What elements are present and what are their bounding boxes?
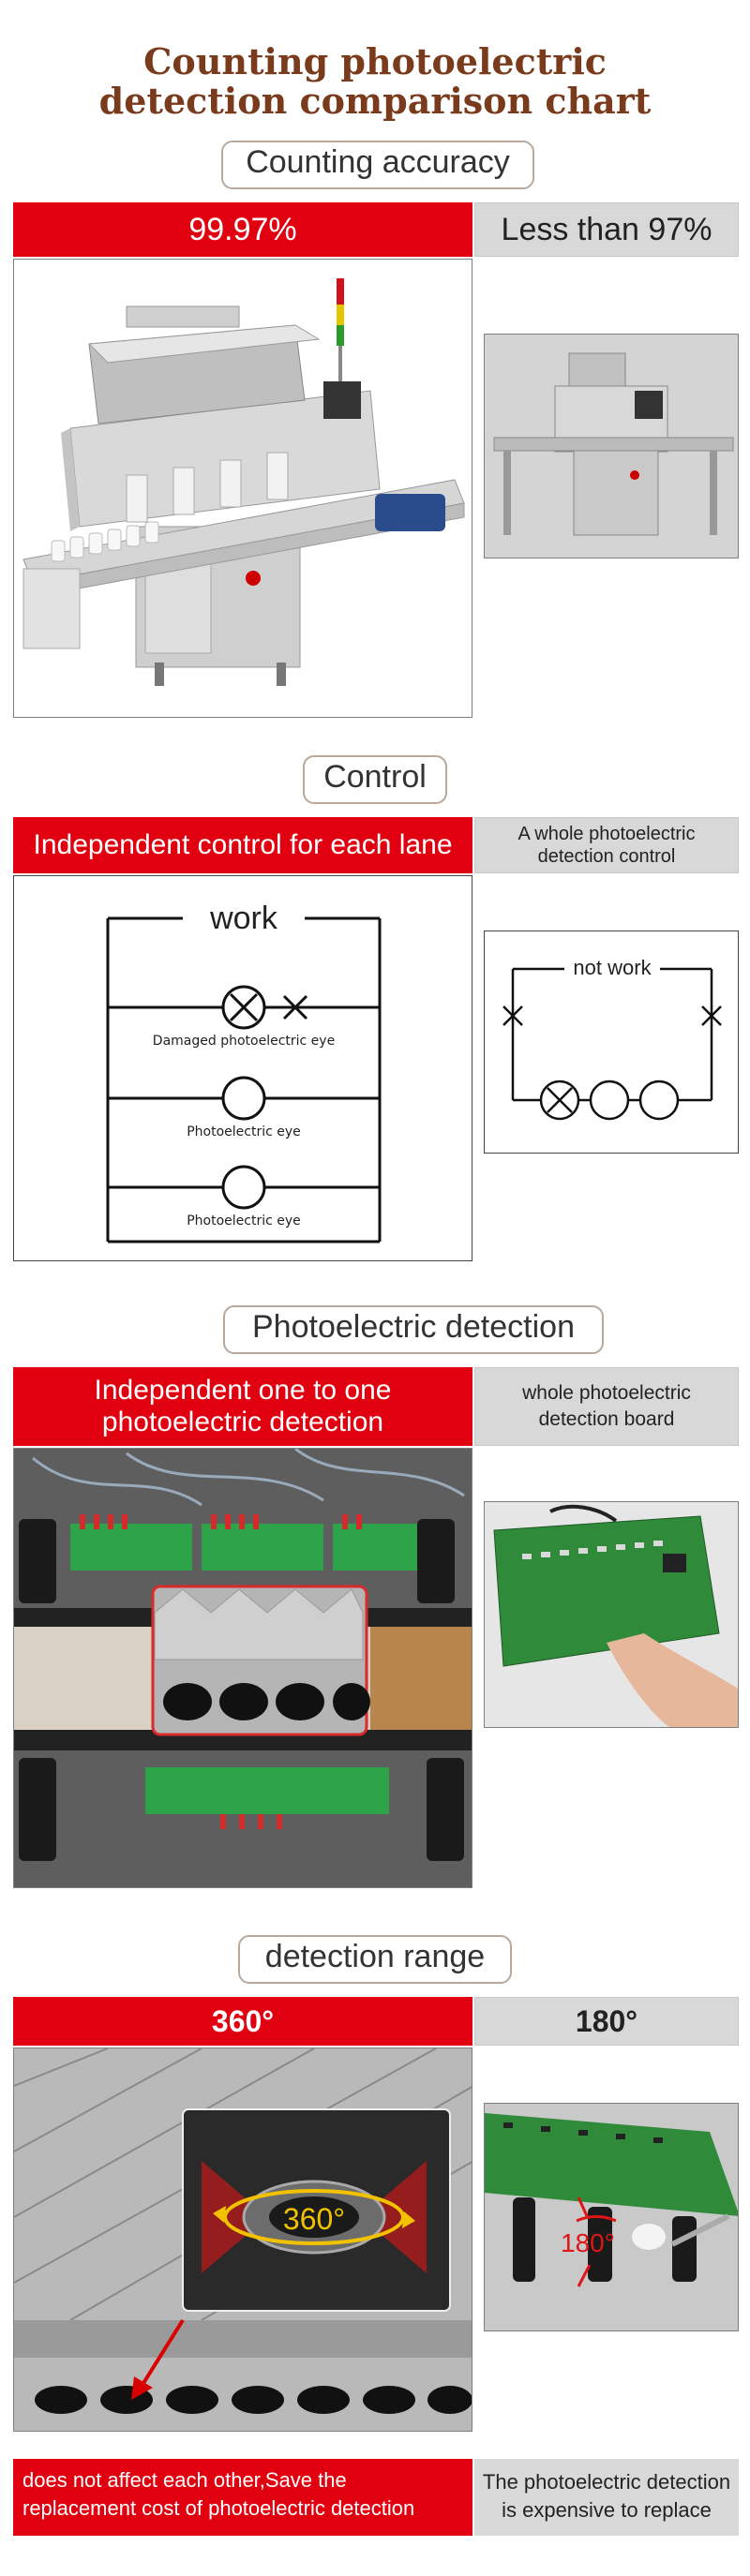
detection-left-header-line2: photoelectric detection — [101, 1407, 384, 1437]
counting-machine-small-image — [484, 334, 739, 558]
control-right-header-line2: detection control — [537, 846, 676, 867]
counting-machine-large-image — [13, 259, 472, 718]
section-title-control: Control — [303, 755, 447, 804]
detection-right-header-line1: whole photoelectric — [522, 1382, 691, 1404]
page-title-line1: Counting photoelectric — [143, 40, 607, 82]
range-right-header: 180° — [474, 1997, 739, 2046]
range-180-overlay-label: 180° — [561, 2228, 615, 2257]
detection-left-header: Independent one to one photoelectric det… — [13, 1367, 472, 1446]
accuracy-left-header: 99.97% — [13, 202, 472, 257]
section-title-counting-accuracy: Counting accuracy — [221, 141, 534, 189]
range-right-footer-line1: The photoelectric detection — [482, 2470, 731, 2494]
eye-label-2: Photoelectric eye — [187, 1124, 301, 1139]
range-left-footer-line1: does not affect each other,Save the — [22, 2468, 347, 2492]
control-left-header: Independent control for each lane — [13, 817, 472, 873]
work-label: work — [209, 901, 278, 936]
section-title-detection-range: detection range — [238, 1935, 512, 1984]
whole-detection-board-photo — [484, 1501, 739, 1728]
range-right-footer-line2: is expensive to replace — [502, 2498, 712, 2522]
range-left-footer: does not affect each other,Save the repl… — [13, 2459, 472, 2536]
not-work-label: not work — [573, 956, 652, 979]
independent-sensor-photo — [13, 1448, 472, 1888]
detection-right-header: whole photoelectric detection board — [474, 1367, 739, 1446]
range-left-footer-line2: replacement cost of photoelectric detect… — [22, 2496, 415, 2520]
detection-left-header-line1: Independent one to one — [94, 1375, 392, 1406]
range-360-photo: 360° — [13, 2047, 472, 2432]
eye-label-3: Photoelectric eye — [187, 1214, 301, 1228]
page-title-line2: detection comparison chart — [98, 80, 652, 122]
range-180-photo: 180° — [484, 2103, 739, 2331]
whole-control-diagram: not work — [484, 931, 739, 1154]
range-right-footer: The photoelectric detection is expensive… — [474, 2459, 739, 2536]
control-right-header-line1: A whole photoelectric — [518, 824, 696, 844]
detection-right-header-line2: detection board — [538, 1408, 675, 1430]
range-360-overlay-label: 360° — [283, 2202, 345, 2236]
control-right-header: A whole photoelectric detection control — [474, 817, 739, 873]
range-left-header: 360° — [13, 1997, 472, 2046]
section-title-photoelectric-detection: Photoelectric detection — [223, 1305, 604, 1354]
independent-control-diagram: work Damaged photoelectric eye Photoelec… — [13, 875, 472, 1261]
eye-label-damaged: Damaged photoelectric eye — [153, 1034, 335, 1049]
accuracy-right-header: Less than 97% — [474, 202, 739, 257]
